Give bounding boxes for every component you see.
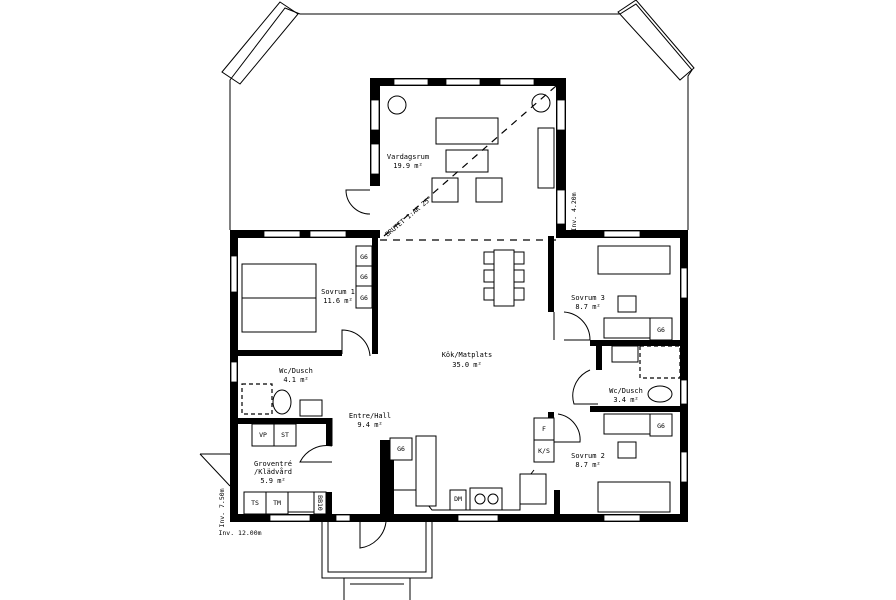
doors [199, 189, 598, 549]
roof-break-label: BRUTET 1:AK 25° [384, 195, 434, 239]
armchair [475, 177, 503, 203]
room-name: Sovrum 2 [571, 452, 605, 460]
ceiling-height-right: Inv. 4.20m [570, 192, 578, 231]
fixtures: G6 G6 G6 G6 G6 G6 VP ST TS TM BB10 DM F … [243, 245, 673, 515]
fixture-ks: K/S [538, 447, 550, 455]
room-area: 8.7 m² [575, 303, 600, 311]
width-dimension: Inv. 12.00m [218, 529, 261, 537]
room-name-2: /Klädvård [254, 467, 292, 476]
fixture-g6: G6 [360, 294, 368, 302]
tv-bench [537, 127, 555, 189]
room-name: Sovrum 1 [321, 288, 355, 296]
fixture-g6: G6 [360, 253, 368, 261]
porch [321, 522, 433, 600]
ceiling-height-left: Inv. 7.50m [218, 488, 226, 527]
room-area: 8.7 m² [575, 461, 600, 469]
room-area: 11.6 m² [323, 297, 353, 305]
room-name: Vardagsrum [387, 153, 429, 161]
room-area: 4.1 m² [283, 376, 308, 384]
room-name: Groventré [254, 460, 292, 468]
plant [387, 95, 407, 115]
fixture-tm: TM [273, 499, 281, 507]
room-name: Wc/Dusch [279, 367, 313, 375]
fixture-ts: TS [251, 499, 259, 507]
furniture [241, 93, 681, 513]
room-area: 19.9 m² [393, 162, 423, 170]
plant [531, 93, 551, 113]
fixture-bbo: BB10 [316, 495, 324, 511]
room-labels: Vardagsrum 19.9 m² Sovrum 1 11.6 m² Kök/… [254, 153, 643, 485]
room-name: Wc/Dusch [609, 387, 643, 395]
bed-sovrum-3 [597, 245, 671, 275]
room-name: Kök/Matplats [442, 351, 493, 359]
fixture-f: F [542, 425, 546, 433]
room-area: 3.4 m² [613, 396, 638, 404]
room-area: 35.0 m² [452, 361, 482, 369]
fixture-g6: G6 [657, 422, 665, 430]
room-area: 5.9 m² [260, 477, 285, 485]
coffee-table [445, 149, 489, 173]
fixture-vp: VP [259, 431, 267, 439]
dining-table [493, 249, 515, 307]
fixture-g6: G6 [397, 445, 405, 453]
stove [519, 473, 547, 505]
deck-outline [221, 0, 695, 230]
room-name: Entre/Hall [349, 412, 391, 420]
fixture-g6: G6 [657, 326, 665, 334]
room-name: Sovrum 3 [571, 294, 605, 302]
bed-sovrum-2 [597, 481, 671, 513]
fixture-g6: G6 [360, 273, 368, 281]
fixture-st: ST [281, 431, 289, 439]
sofa [435, 117, 499, 145]
windows [230, 78, 688, 522]
room-area: 9.4 m² [357, 421, 382, 429]
fixture-dm: DM [454, 495, 462, 503]
